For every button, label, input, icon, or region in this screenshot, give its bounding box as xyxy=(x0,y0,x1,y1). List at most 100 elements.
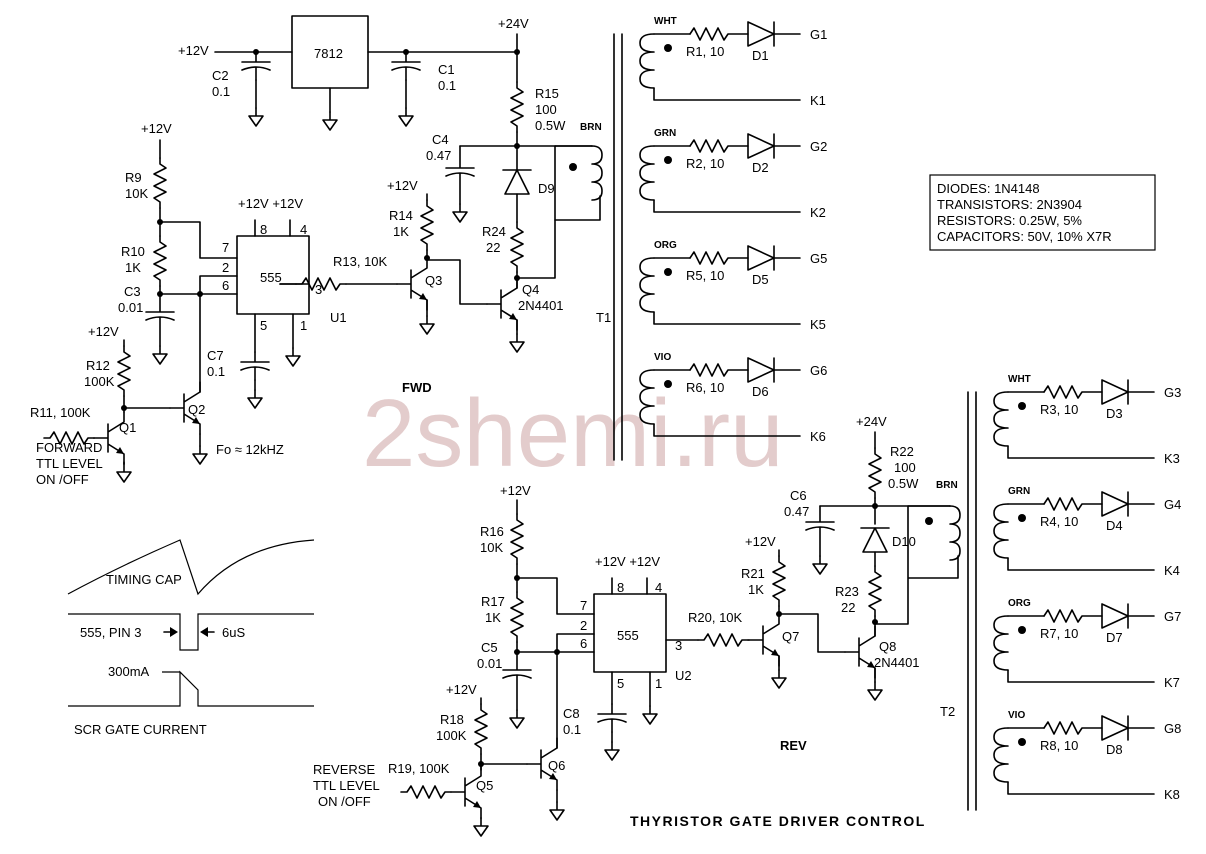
gate-resistor xyxy=(1043,609,1103,623)
c7-value: 0.1 xyxy=(207,364,225,379)
phase-dot xyxy=(1018,402,1026,410)
gate-output-label: G6 xyxy=(810,363,827,378)
fwd-555: 555 U1 +12V +12V 8 4 7 2 6 3 5 1 C7 0.1 … xyxy=(118,121,347,409)
gate-output-label: G2 xyxy=(810,139,827,154)
r23-value: 22 xyxy=(841,600,855,615)
timing-waveforms: TIMING CAP 555, PIN 3 6uS 300mA SCR GATE… xyxy=(67,539,315,737)
gate-resistor-label: R7, 10 xyxy=(1040,626,1078,641)
gate-output-label: G8 xyxy=(1164,721,1181,736)
c3-value: 0.01 xyxy=(118,300,143,315)
rev-input-line2: TTL LEVEL xyxy=(313,778,380,793)
u2-pin5: 5 xyxy=(617,676,624,691)
gate-diode xyxy=(747,21,801,47)
r16-value: 10K xyxy=(480,540,503,555)
d9-label: D9 xyxy=(538,181,555,196)
secondary-coil xyxy=(993,615,1009,671)
d10-label: D10 xyxy=(892,534,916,549)
phase-dot xyxy=(664,156,672,164)
watermark: 2shemi.ru xyxy=(362,380,784,487)
wire-color-label: WHT xyxy=(1008,374,1031,385)
fwd-input: +12V R12 100K Q2 Q1 R11, 100K FORWARD TT… xyxy=(30,324,432,487)
cathode-output-label: K6 xyxy=(810,429,826,444)
u1-chip-label: 555 xyxy=(260,270,282,285)
r17-value: 1K xyxy=(485,610,501,625)
q8-type: 2N4401 xyxy=(874,655,920,670)
phase-dot xyxy=(1018,626,1026,634)
r15-value: 100 xyxy=(535,102,557,117)
r9-supply: +12V xyxy=(141,121,172,136)
gate-diode-label: D8 xyxy=(1106,742,1123,757)
u1-pin4: 4 xyxy=(300,222,307,237)
gate-output-label: G5 xyxy=(810,251,827,266)
r18-value: 100K xyxy=(436,728,467,743)
rev-24v-label: +24V xyxy=(856,414,887,429)
fwd-section-label: FWD xyxy=(402,380,432,395)
regulator-label: 7812 xyxy=(314,46,343,61)
cathode-output-label: K7 xyxy=(1164,675,1180,690)
secondary-coil xyxy=(639,369,655,425)
r20-label: R20, 10K xyxy=(688,610,743,625)
cathode-output-label: K1 xyxy=(810,93,826,108)
r10-value: 1K xyxy=(125,260,141,275)
u2-chip-label: 555 xyxy=(617,628,639,643)
wire-color-label: VIO xyxy=(654,352,671,363)
secondary-coil xyxy=(993,391,1009,447)
wire-color-label: VIO xyxy=(1008,710,1025,721)
u2-pin3: 3 xyxy=(675,638,682,653)
c4-label: C4 xyxy=(432,132,449,147)
gate-output-label: G1 xyxy=(810,27,827,42)
u2-pin6: 6 xyxy=(580,636,587,651)
c3-label: C3 xyxy=(124,284,141,299)
t2-transformer: T2 xyxy=(940,391,977,811)
t2-brn-label: BRN xyxy=(936,480,958,491)
r22-label: R22 xyxy=(890,444,914,459)
c5-value: 0.01 xyxy=(477,656,502,671)
rev-input-line1: REVERSE xyxy=(313,762,375,777)
gate-resistor xyxy=(1043,721,1103,735)
r21-value: 1K xyxy=(748,582,764,597)
gate-diode xyxy=(1101,491,1155,517)
q8-label: Q8 xyxy=(879,639,896,654)
r24-label: R24 xyxy=(482,224,506,239)
fwd-input-line3: ON /OFF xyxy=(36,472,89,487)
q6-label: Q6 xyxy=(548,758,565,773)
u1-pin1: 1 xyxy=(300,318,307,333)
r16-supply: +12V xyxy=(500,483,531,498)
u1-pin7: 7 xyxy=(222,240,229,255)
r18-supply: +12V xyxy=(446,682,477,697)
u2-chip xyxy=(593,593,667,673)
c8-value: 0.1 xyxy=(563,722,581,737)
c1-label: C1 xyxy=(438,62,455,77)
c6-label: C6 xyxy=(790,488,807,503)
u1-pin2: 2 xyxy=(222,260,229,275)
u1-vcc: +12V +12V xyxy=(238,196,303,211)
rev-input-line3: ON /OFF xyxy=(318,794,371,809)
gate-diode-label: D4 xyxy=(1106,518,1123,533)
gate-resistor-label: R3, 10 xyxy=(1040,402,1078,417)
r21-label: R21 xyxy=(741,566,765,581)
r22-power: 0.5W xyxy=(888,476,919,491)
u2-pin8: 8 xyxy=(617,580,624,595)
rev-input: +12V R18 100K Q6 Q5 R19, 100K REVERSE TT… xyxy=(313,682,565,837)
r17-label: R17 xyxy=(481,594,505,609)
phase-dot xyxy=(664,268,672,276)
gate-diode-label: D5 xyxy=(752,272,769,287)
gate-diode xyxy=(747,245,801,271)
r21-supply: +12V xyxy=(745,534,776,549)
r9-label: R9 xyxy=(125,170,142,185)
gate-resistor-label: R6, 10 xyxy=(686,380,724,395)
cathode-output-label: K3 xyxy=(1164,451,1180,466)
c2-value: 0.1 xyxy=(212,84,230,99)
gate-diode xyxy=(1101,715,1155,741)
legend-capacitors: CAPACITORS: 50V, 10% X7R xyxy=(937,229,1112,244)
r18-label: R18 xyxy=(440,712,464,727)
u1-pin3: 3 xyxy=(315,282,322,297)
t1-brn-label: BRN xyxy=(580,122,602,133)
t1-transformer: T1 xyxy=(596,33,623,461)
pin3-wave xyxy=(68,613,314,651)
